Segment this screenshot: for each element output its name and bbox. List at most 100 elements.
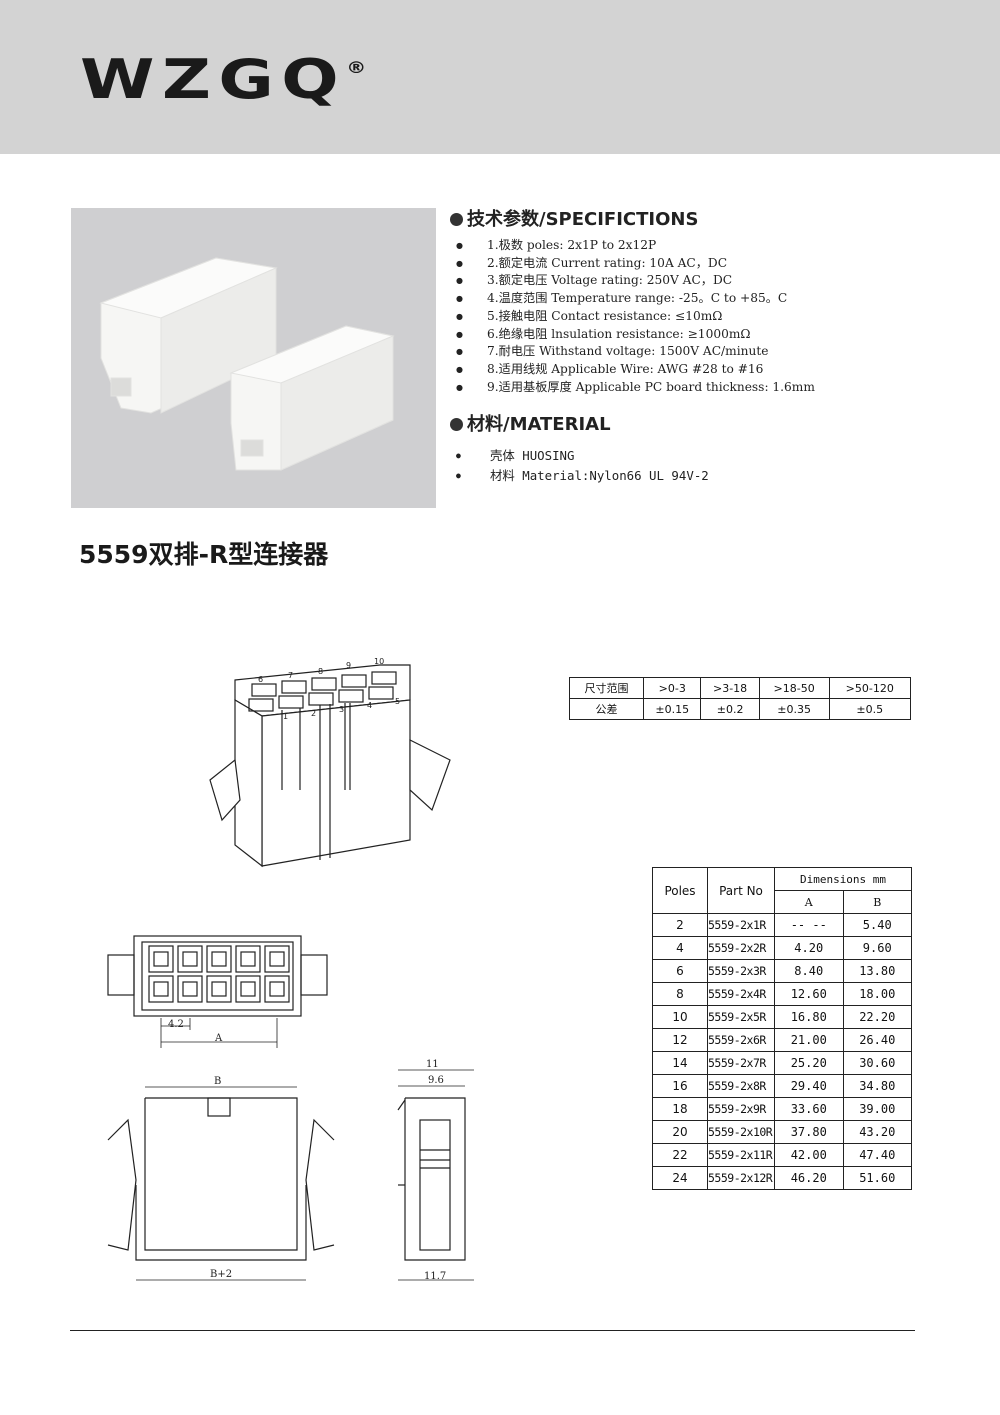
part-no-cell: 5559-2x12R (707, 1166, 775, 1190)
part-no-cell: 5559-2x11R (707, 1143, 775, 1167)
part-no-cell: 5559-2x8R (707, 1074, 775, 1098)
cavity-opening (269, 981, 285, 997)
isometric-cells (248, 671, 397, 712)
poles-cell: 24 (652, 1166, 708, 1190)
tolerance-value-cell: ±0.15 (642, 698, 702, 720)
isometric-cavity (311, 677, 337, 691)
col-header-a: A (774, 890, 844, 914)
isometric-cavity (368, 686, 394, 700)
poles-cell: 2 (652, 913, 708, 937)
specifications-title-text: 技术参数/SPECIFICTIONS (467, 209, 699, 230)
pin-number-label: 5 (395, 697, 400, 706)
dimension-a-cell: 46.20 (774, 1166, 844, 1190)
tolerance-range-cell: >50-120 (828, 677, 912, 699)
cavity-opening (153, 951, 169, 967)
isometric-cavity (341, 674, 367, 688)
cavity-outline (206, 975, 232, 1003)
tolerance-value-cell: ±0.2 (700, 698, 760, 720)
col-header-part-no: Part No (707, 867, 775, 914)
part-no-cell: 5559-2x9R (707, 1097, 775, 1121)
front-view-cells (148, 945, 290, 1003)
pin-number-label: 8 (318, 667, 323, 676)
spec-item: 5.接触电阻 Contact resistance: ≤10mΩ (456, 308, 815, 326)
footer-divider (70, 1330, 915, 1331)
dimension-b-cell: 13.80 (842, 959, 912, 983)
header-band (0, 0, 1000, 154)
isometric-cavity (281, 680, 307, 694)
pin-number-label: 1 (283, 712, 288, 721)
brand-logo: WZGQ® (80, 48, 366, 111)
dimension-b-label: B (214, 1076, 221, 1087)
part-no-cell: 5559-2x2R (707, 936, 775, 960)
tolerance-range-row: 尺寸范围 >0-3 >3-18 >18-50 >50-120 (569, 677, 912, 699)
tolerance-value-label: 公差 (569, 698, 644, 720)
spec-item: 6.绝缘电阻 lnsulation resistance: ≥1000mΩ (456, 326, 815, 344)
cavity-opening (240, 951, 256, 967)
cavity-outline (235, 945, 261, 973)
material-list: 壳体 HUOSING 材料 Material:Nylon66 UL 94V-2 (456, 446, 709, 486)
poles-cell: 20 (652, 1120, 708, 1144)
material-item: 材料 Material:Nylon66 UL 94V-2 (456, 466, 709, 486)
tolerance-value-cell: ±0.5 (828, 698, 912, 720)
spec-item: 8.适用线规 Applicable Wire: AWG #28 to #16 (456, 361, 815, 379)
pin-number-label: 3 (339, 705, 344, 714)
cavity-opening (269, 951, 285, 967)
isometric-view: 6 7 8 9 10 1 2 3 4 5 (209, 657, 451, 868)
cavity-opening (153, 981, 169, 997)
part-no-cell: 5559-2x7R (707, 1051, 775, 1075)
spec-item: 2.额定电流 Current rating: 10A AC，DC (456, 255, 815, 273)
isometric-cavity (248, 698, 274, 712)
side-dimension-11-7-label: 11.7 (424, 1271, 446, 1282)
specifications-list: 1.极数 poles: 2x1P to 2x12P 2.额定电流 Current… (456, 237, 815, 396)
connector-photo-illustration (99, 257, 395, 471)
front-view: 4.2 A (107, 935, 328, 1048)
isometric-cavity (251, 683, 277, 697)
dimension-b-cell: 39.00 (842, 1097, 912, 1121)
part-no-cell: 5559-2x5R (707, 1005, 775, 1029)
part-no-cell: 5559-2x4R (707, 982, 775, 1006)
bullet-dot-icon (450, 213, 463, 226)
dimension-b-plus-2-label: B+2 (210, 1269, 232, 1280)
material-title: 材料/MATERIAL (450, 410, 611, 436)
spec-item: 1.极数 poles: 2x1P to 2x12P (456, 237, 815, 255)
material-item: 壳体 HUOSING (456, 446, 709, 466)
cavity-outline (235, 975, 261, 1003)
cavity-outline (177, 975, 203, 1003)
product-title: 5559双排-R型连接器 (79, 540, 329, 569)
isometric-cavity (278, 695, 304, 709)
side-dimension-11-label: 11 (426, 1059, 439, 1070)
brand-name: WZGQ (80, 48, 347, 111)
cavity-opening (211, 951, 227, 967)
dimension-a-cell: 37.80 (774, 1120, 844, 1144)
poles-cell: 16 (652, 1074, 708, 1098)
pin-number-label: 6 (258, 675, 263, 684)
dimension-b-cell: 18.00 (842, 982, 912, 1006)
pin-number-label: 9 (346, 661, 351, 670)
part-no-cell: 5559-2x10R (707, 1120, 775, 1144)
cavity-outline (264, 975, 290, 1003)
spec-item: 9.适用基板厚度 Applicable PC board thickness: … (456, 379, 815, 397)
material-title-text: 材料/MATERIAL (467, 414, 611, 435)
dimension-a-cell: 21.00 (774, 1028, 844, 1052)
isometric-cavity (308, 692, 334, 706)
bottom-view: B B+2 (107, 1076, 335, 1281)
tolerance-range-cell: >0-3 (642, 677, 702, 699)
tolerance-value-row: 公差 ±0.15 ±0.2 ±0.35 ±0.5 (569, 698, 912, 720)
tolerance-value-cell: ±0.35 (758, 698, 830, 720)
cavity-outline (177, 945, 203, 973)
registered-mark: ® (346, 58, 367, 77)
cavity-outline (148, 945, 174, 973)
cavity-opening (182, 981, 198, 997)
